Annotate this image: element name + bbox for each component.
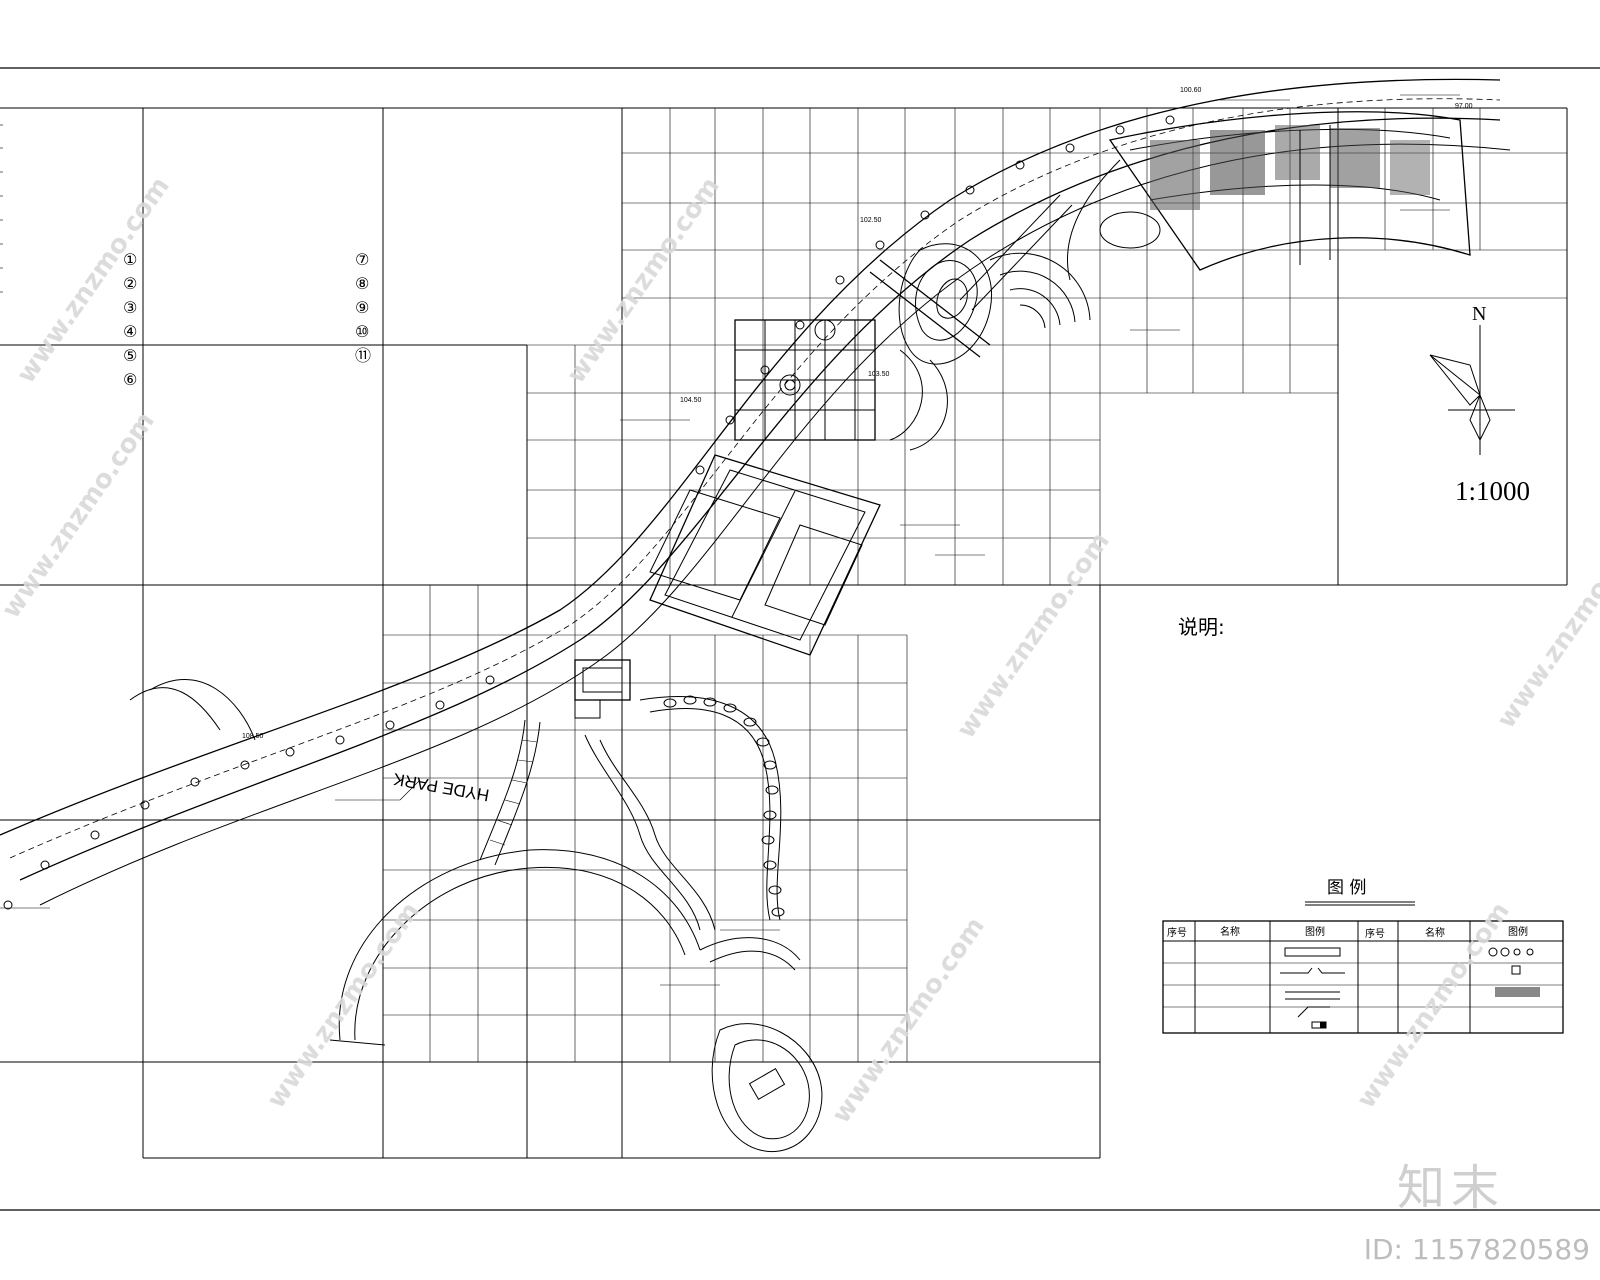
sheet-frame <box>0 67 1600 1211</box>
watermark-5: www.znzmo.com <box>1491 517 1600 734</box>
legend-header-symbol-2: 图例 <box>1508 925 1528 938</box>
notes-label: 说明: <box>1178 615 1225 639</box>
road-trees <box>40 115 1175 870</box>
legend-symbols <box>1280 947 1540 1029</box>
watermark-1: www.znzmo.com <box>11 172 176 389</box>
north-arrow: N <box>1429 303 1515 455</box>
map-grid <box>0 107 1568 1159</box>
paving-hatch <box>1150 125 1430 210</box>
number-6: ⑥ <box>123 370 137 389</box>
number-5: ⑤ <box>123 346 137 365</box>
watermark-6: www.znzmo.com <box>261 897 426 1114</box>
scale-text: 1:1000 <box>1455 476 1530 506</box>
number-column-right: ⑦ ⑧ ⑨ ⑩ ⑪ <box>355 250 371 365</box>
number-9: ⑨ <box>355 298 369 317</box>
elevation-6: 108.50 <box>242 733 264 740</box>
stepping-stones <box>663 695 785 917</box>
amphitheatre <box>989 159 1161 329</box>
stone-path <box>584 695 785 931</box>
number-11: ⑪ <box>355 346 371 365</box>
lower-arc <box>329 849 701 1046</box>
grid-upper-right <box>526 108 1567 1158</box>
legend-title: 图 例 <box>1327 878 1366 898</box>
watermarks: www.znzmo.com www.znzmo.com www.znzmo.co… <box>0 172 1600 1129</box>
legend-header-name-2: 名称 <box>1425 926 1445 939</box>
number-column-left: ① ② ③ ④ ⑤ ⑥ <box>123 250 137 389</box>
watermark-logo: 知末 <box>1396 1160 1505 1216</box>
elevation-5: 102.50 <box>860 217 882 224</box>
legend-header-name-1: 名称 <box>1220 925 1240 938</box>
steps <box>479 719 541 866</box>
number-4: ④ <box>123 322 137 341</box>
grid-lower <box>0 585 1101 1159</box>
legend-header-symbol-1: 图例 <box>1305 925 1325 938</box>
elevation-4: 103.50 <box>868 371 890 378</box>
number-10: ⑩ <box>355 322 369 341</box>
watermark-id: ID: 1157820589 <box>1363 1233 1590 1266</box>
survey-annotations <box>0 94 1460 986</box>
park-label: HYDE PARK <box>391 769 490 805</box>
watermark-2: www.znzmo.com <box>561 172 726 389</box>
grid-plaza <box>734 319 876 441</box>
number-2: ② <box>123 274 137 293</box>
lower-landscape <box>699 937 823 1152</box>
elevation-1: 100.60 <box>1180 87 1202 94</box>
number-8: ⑧ <box>355 274 369 293</box>
diagonal-path <box>869 194 1073 358</box>
contours <box>889 243 992 451</box>
central-building <box>574 659 631 719</box>
legend-header-no-2: 序号 <box>1365 927 1385 940</box>
tennis-courts <box>649 454 881 656</box>
elevation-labels: 100.60 97.00 104.50 103.50 102.50 108.50 <box>242 87 1473 740</box>
north-label: N <box>1472 303 1486 325</box>
legend-header-no-1: 序号 <box>1167 926 1187 939</box>
left-edge-ticks <box>0 124 3 293</box>
upper-right-plaza <box>1108 111 1471 271</box>
legend-table: 图 例 序号 名称 图例 序号 名称 图例 <box>1162 878 1564 1034</box>
number-1: ① <box>123 250 137 269</box>
watermark-7: www.znzmo.com <box>826 912 991 1129</box>
number-7: ⑦ <box>355 250 369 269</box>
watermark-3: www.znzmo.com <box>0 407 161 624</box>
elevation-3: 104.50 <box>680 397 702 404</box>
watermark-4: www.znzmo.com <box>951 527 1116 744</box>
number-3: ③ <box>123 298 137 317</box>
elevation-2: 97.00 <box>1455 103 1473 110</box>
